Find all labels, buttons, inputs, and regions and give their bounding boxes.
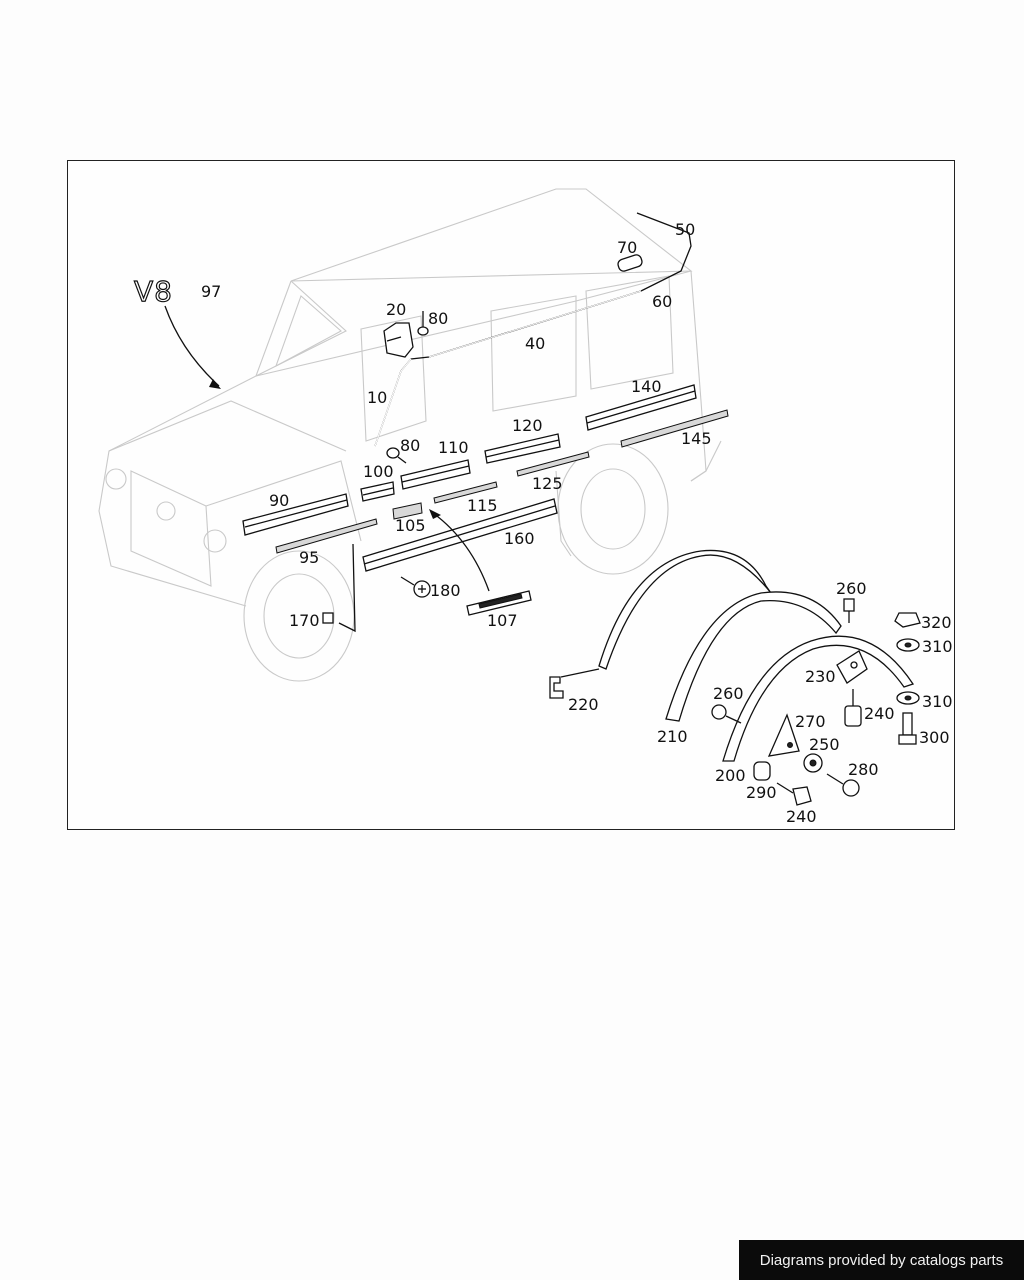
callout-145: 145 bbox=[681, 429, 712, 448]
callout-260-top: 260 bbox=[836, 579, 867, 598]
callout-310-top: 310 bbox=[922, 637, 953, 656]
vehicle-outline bbox=[98, 188, 722, 682]
callout-10: 10 bbox=[367, 388, 387, 407]
exploded-parts-diagram: V8 bbox=[98, 188, 953, 826]
bolt-240-lower bbox=[776, 782, 812, 806]
strip-95 bbox=[275, 518, 378, 554]
spacer-290 bbox=[753, 761, 771, 781]
provider-credit-badge: Diagrams provided by catalogs parts bbox=[739, 1240, 1024, 1280]
flare-200b bbox=[722, 635, 915, 762]
emblem-pointer-arrow bbox=[432, 512, 490, 592]
callout-105: 105 bbox=[395, 516, 426, 535]
v8-badge: V8 bbox=[133, 274, 173, 308]
strip-125 bbox=[516, 451, 590, 477]
callout-310-bottom: 310 bbox=[922, 692, 953, 711]
nut-260-top bbox=[843, 598, 855, 623]
washer-310-bottom bbox=[896, 691, 920, 705]
part-80-screw-top bbox=[417, 311, 429, 336]
callout-260-lower: 260 bbox=[713, 684, 744, 703]
callout-110: 110 bbox=[438, 438, 469, 457]
callout-40: 40 bbox=[525, 334, 545, 353]
flare-210 bbox=[598, 549, 772, 670]
callout-170: 170 bbox=[289, 611, 320, 630]
v8-pointer-arrow bbox=[164, 305, 220, 387]
callout-280: 280 bbox=[848, 760, 879, 779]
washer-250 bbox=[803, 753, 823, 773]
clip-220 bbox=[549, 668, 600, 699]
callout-240-lower: 240 bbox=[786, 807, 817, 826]
moulding-120 bbox=[484, 433, 561, 464]
emblem-arrow-head bbox=[429, 509, 441, 519]
provider-credit-text: Diagrams provided by catalogs parts bbox=[759, 1251, 1004, 1269]
moulding-90 bbox=[242, 493, 349, 536]
v8-badge-lettering: V8 bbox=[134, 275, 173, 308]
callout-80: 80 bbox=[428, 309, 448, 328]
callout-120: 120 bbox=[512, 416, 543, 435]
nut-320 bbox=[894, 612, 921, 628]
moulding-110 bbox=[400, 459, 471, 490]
nut-260-lower bbox=[711, 704, 742, 724]
callout-20: 20 bbox=[386, 300, 406, 319]
strip-145 bbox=[620, 409, 729, 448]
callout-60: 60 bbox=[652, 292, 672, 311]
parts-diagram-frame: V8 bbox=[67, 160, 955, 830]
callout-80-lower: 80 bbox=[400, 436, 420, 455]
callout-70: 70 bbox=[617, 238, 637, 257]
nut-240-upper bbox=[844, 689, 862, 727]
bracket-230 bbox=[836, 650, 868, 684]
callout-100: 100 bbox=[363, 462, 394, 481]
moulding-100 bbox=[360, 481, 395, 502]
callout-115: 115 bbox=[467, 496, 498, 515]
callout-140: 140 bbox=[631, 377, 662, 396]
callout-230: 230 bbox=[805, 667, 836, 686]
roof-trim-inner-2 bbox=[428, 290, 642, 358]
emblem-107 bbox=[466, 590, 532, 616]
moulding-140 bbox=[585, 384, 697, 431]
strip-105 bbox=[392, 502, 423, 520]
callout-160: 160 bbox=[504, 529, 535, 548]
callout-labels: 97 50 70 60 20 80 40 10 140 80 110 120 1… bbox=[201, 220, 953, 826]
callout-107: 107 bbox=[487, 611, 518, 630]
callout-180: 180 bbox=[430, 581, 461, 600]
callout-300: 300 bbox=[919, 728, 950, 747]
callout-210: 210 bbox=[657, 727, 688, 746]
screw-180 bbox=[400, 576, 431, 598]
bolt-300 bbox=[898, 712, 917, 745]
roof-trim-inner bbox=[374, 358, 412, 447]
bolt-280 bbox=[826, 773, 860, 797]
callout-50: 50 bbox=[675, 220, 695, 239]
part-70-plug bbox=[617, 254, 643, 272]
callout-220: 220 bbox=[568, 695, 599, 714]
callout-320: 320 bbox=[921, 613, 952, 632]
callout-200: 200 bbox=[715, 766, 746, 785]
callout-97: 97 bbox=[201, 282, 221, 301]
callout-290: 290 bbox=[746, 783, 777, 802]
bracket-270 bbox=[767, 713, 800, 757]
part-80-clip bbox=[386, 447, 407, 464]
moulding-160 bbox=[362, 498, 558, 572]
part-20-cover bbox=[383, 322, 414, 358]
callout-125: 125 bbox=[532, 474, 563, 493]
flare-200 bbox=[665, 591, 842, 722]
mudflap-170 bbox=[322, 543, 356, 633]
callout-95: 95 bbox=[299, 548, 319, 567]
callout-270: 270 bbox=[795, 712, 826, 731]
callout-240-upper: 240 bbox=[864, 704, 895, 723]
v8-arrow-head bbox=[209, 379, 221, 389]
callout-250: 250 bbox=[809, 735, 840, 754]
strip-115 bbox=[433, 481, 498, 504]
callout-90: 90 bbox=[269, 491, 289, 510]
washer-310-top bbox=[896, 638, 920, 652]
